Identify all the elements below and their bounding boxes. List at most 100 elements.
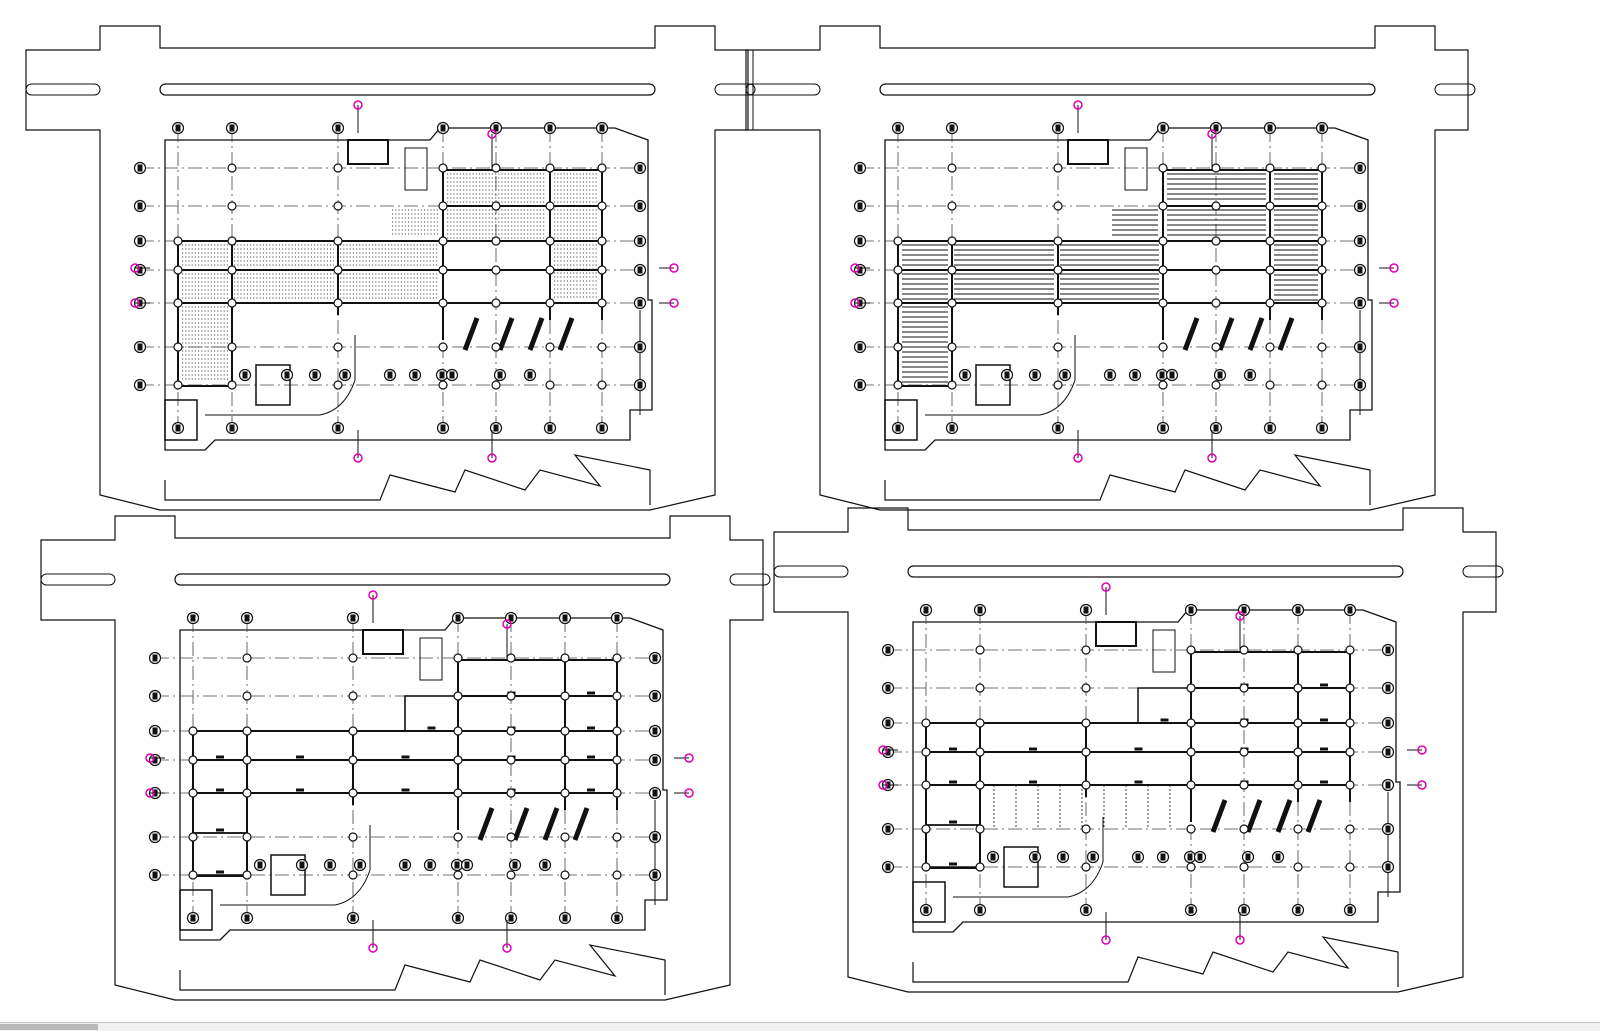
column-icon bbox=[648, 651, 662, 665]
column-icon bbox=[1131, 850, 1145, 864]
grid-bubble-icon bbox=[597, 342, 607, 352]
column-icon bbox=[945, 121, 959, 135]
grid-bubble-icon bbox=[1158, 265, 1168, 275]
parking-stall bbox=[512, 807, 530, 841]
plan-sheet[interactable] bbox=[25, 25, 756, 511]
column-icon bbox=[338, 368, 352, 382]
grid-bubble-icon bbox=[947, 342, 957, 352]
grid-bubble-icon bbox=[242, 755, 252, 765]
grid-bubble-icon bbox=[188, 832, 198, 842]
column-icon bbox=[881, 860, 895, 874]
grid-bubble-icon bbox=[560, 691, 570, 701]
parking-stall bbox=[462, 317, 480, 351]
column-icon bbox=[1241, 850, 1255, 864]
column-icon bbox=[1155, 368, 1169, 382]
grid-bubble-icon bbox=[438, 298, 448, 308]
section-marker-icon bbox=[487, 129, 497, 168]
section-marker-icon bbox=[674, 788, 694, 798]
section-marker-icon bbox=[1101, 582, 1111, 615]
grid-bubble-icon bbox=[506, 788, 516, 798]
grid-bubble-icon bbox=[242, 870, 252, 880]
column-icon bbox=[523, 368, 537, 382]
column-icon bbox=[633, 199, 647, 213]
grid-bubble-icon bbox=[975, 824, 985, 834]
column-icon bbox=[1237, 903, 1251, 917]
grid-bubble-icon bbox=[1239, 862, 1249, 872]
section-marker-icon bbox=[1407, 780, 1427, 790]
grid-bubble-icon bbox=[545, 236, 555, 246]
column-icon bbox=[1103, 368, 1117, 382]
column-icon bbox=[633, 378, 647, 392]
column-icon bbox=[610, 611, 624, 625]
grid-bubble-icon bbox=[1053, 163, 1063, 173]
column-icon bbox=[1381, 681, 1395, 695]
grid-bubble-icon bbox=[545, 342, 555, 352]
drive-aisle bbox=[205, 335, 356, 416]
grid-bubble-icon bbox=[1345, 683, 1355, 693]
column-icon bbox=[543, 121, 557, 135]
grid-bubble-icon bbox=[1293, 683, 1303, 693]
column-icon bbox=[398, 858, 412, 872]
column-icon bbox=[295, 858, 309, 872]
horizontal-scrollbar[interactable] bbox=[0, 1022, 1600, 1031]
column-icon bbox=[1086, 850, 1100, 864]
column-icon bbox=[1315, 421, 1329, 435]
grid-bubble-icon bbox=[560, 870, 570, 880]
grid-bubble-icon bbox=[975, 645, 985, 655]
column-icon bbox=[1165, 368, 1179, 382]
grid-bubble-icon bbox=[1053, 342, 1063, 352]
slab-panel bbox=[1190, 687, 1299, 724]
plan-sheet[interactable] bbox=[40, 515, 771, 1001]
equipment-pad bbox=[1003, 846, 1039, 888]
slab-panel bbox=[1297, 751, 1351, 786]
column-icon bbox=[450, 858, 464, 872]
grid-bubble-icon bbox=[188, 755, 198, 765]
grid-bubble-icon bbox=[1053, 201, 1063, 211]
plan-sheet[interactable] bbox=[773, 507, 1504, 993]
column-icon bbox=[853, 340, 867, 354]
grid-bubble-icon bbox=[173, 236, 183, 246]
section-marker-icon bbox=[1207, 129, 1217, 168]
section-marker-icon bbox=[353, 430, 363, 463]
slab-panel bbox=[1190, 751, 1299, 786]
column-icon bbox=[853, 161, 867, 175]
column-icon bbox=[881, 716, 895, 730]
grid-bubble-icon bbox=[1317, 163, 1327, 173]
column-icon bbox=[633, 296, 647, 310]
grid-bubble-icon bbox=[453, 788, 463, 798]
column-icon bbox=[958, 368, 972, 382]
column-icon bbox=[460, 858, 474, 872]
column-icon bbox=[610, 911, 624, 925]
slab-panel bbox=[457, 695, 566, 732]
column-icon bbox=[1156, 850, 1170, 864]
plan-sheet[interactable] bbox=[745, 25, 1476, 511]
grid-bubble-icon bbox=[1053, 380, 1063, 390]
grid-bubble-icon bbox=[1186, 683, 1196, 693]
column-icon bbox=[1381, 860, 1395, 874]
grid-bubble-icon bbox=[491, 163, 501, 173]
core-bay bbox=[177, 240, 233, 387]
grid-bubble-icon bbox=[947, 298, 957, 308]
column-icon bbox=[648, 868, 662, 882]
column-icon bbox=[383, 368, 397, 382]
column-icon bbox=[648, 753, 662, 767]
grid-bubble-icon bbox=[947, 380, 957, 390]
lift-shaft bbox=[404, 147, 428, 191]
grid-bubble-icon bbox=[1211, 265, 1221, 275]
section-marker-icon bbox=[145, 753, 165, 763]
grid-bubble-icon bbox=[1345, 780, 1355, 790]
column-icon bbox=[1051, 121, 1065, 135]
column-icon bbox=[331, 421, 345, 435]
column-icon bbox=[558, 611, 572, 625]
column-icon bbox=[973, 603, 987, 617]
scrollbar-thumb[interactable] bbox=[0, 1024, 98, 1030]
grid-bubble-icon bbox=[491, 298, 501, 308]
section-marker-icon bbox=[850, 263, 870, 273]
ramp-box bbox=[164, 399, 198, 441]
grid-bubble-icon bbox=[1239, 645, 1249, 655]
grid-bubble-icon bbox=[242, 726, 252, 736]
column-icon bbox=[504, 911, 518, 925]
column-icon bbox=[881, 681, 895, 695]
grid-bubble-icon bbox=[612, 726, 622, 736]
